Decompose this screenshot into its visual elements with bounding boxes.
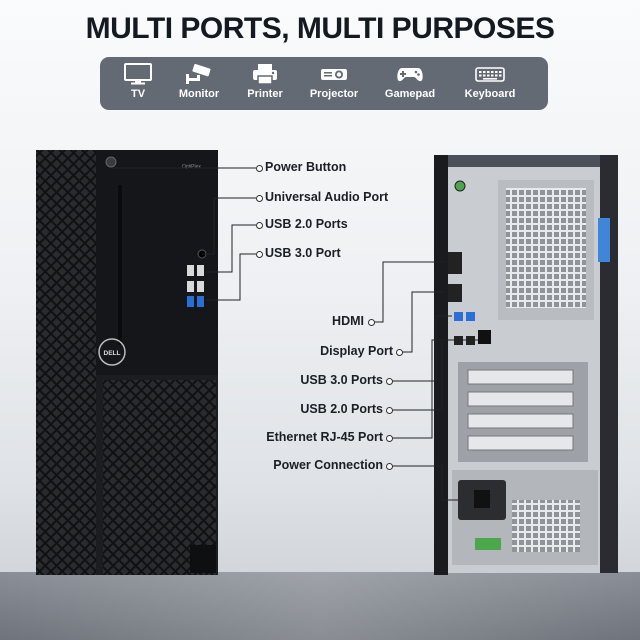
callout-dot bbox=[386, 435, 393, 442]
rear-side-edge bbox=[434, 155, 448, 575]
psu-socket-inner bbox=[474, 490, 490, 508]
psu-test-button bbox=[475, 538, 501, 550]
front-usb2-b bbox=[197, 265, 204, 276]
device-label: Gamepad bbox=[384, 88, 436, 100]
label-usb3-rear: USB 3.0 Ports bbox=[300, 373, 383, 387]
keyboard-icon bbox=[475, 67, 505, 82]
expansion-slot-4 bbox=[467, 435, 574, 451]
rear-side-cover bbox=[600, 155, 618, 573]
front-usb3-a bbox=[187, 296, 194, 307]
device-gamepad: Gamepad bbox=[375, 63, 445, 100]
callout-dot bbox=[256, 195, 263, 202]
rear-displayport bbox=[448, 284, 462, 302]
label-usb2-front: USB 2.0 Ports bbox=[265, 217, 348, 231]
front-usb2-d bbox=[197, 281, 204, 292]
label-ethernet: Ethernet RJ-45 Port bbox=[266, 430, 383, 444]
label-usb3-front: USB 3.0 Port bbox=[265, 246, 341, 260]
label-power-connection: Power Connection bbox=[273, 458, 383, 472]
front-side-mesh bbox=[36, 150, 96, 575]
rear-rj45-port bbox=[478, 330, 491, 344]
callout-dot bbox=[368, 319, 375, 326]
device-label: Printer bbox=[247, 88, 283, 100]
projector-icon bbox=[321, 69, 347, 80]
device-projector: Projector bbox=[299, 63, 369, 100]
optical-drive-slot bbox=[118, 185, 122, 345]
rear-usb3-a bbox=[454, 312, 463, 321]
rear-tower bbox=[434, 155, 618, 575]
front-tower: DELL OptiPlex bbox=[36, 150, 218, 575]
device-tv: TV bbox=[103, 63, 173, 100]
cctv-camera-icon bbox=[186, 63, 211, 84]
rear-usb3-b bbox=[466, 312, 475, 321]
device-label: Monitor bbox=[178, 88, 220, 100]
callout-dot bbox=[386, 378, 393, 385]
fan-grille bbox=[506, 188, 586, 308]
brand-text: DELL bbox=[104, 350, 121, 357]
model-text: OptiPlex bbox=[182, 164, 201, 170]
callout-dot bbox=[256, 222, 263, 229]
tv-icon bbox=[124, 63, 152, 85]
device-label: Projector bbox=[309, 88, 359, 100]
front-foot bbox=[190, 545, 216, 573]
device-printer: Printer bbox=[230, 63, 300, 100]
callout-dot bbox=[396, 349, 403, 356]
front-callout-lines bbox=[111, 167, 256, 301]
front-lower-mesh bbox=[103, 380, 216, 575]
expansion-slot-1 bbox=[467, 369, 574, 385]
label-universal-audio-port: Universal Audio Port bbox=[265, 190, 389, 204]
dell-logo-icon bbox=[98, 338, 126, 366]
device-label: Keyboard bbox=[464, 88, 516, 100]
front-usb3-b bbox=[197, 296, 204, 307]
rear-audio-jack bbox=[454, 180, 466, 192]
power-button-graphic bbox=[105, 156, 117, 168]
printer-icon bbox=[253, 64, 277, 85]
floor-highlight bbox=[0, 572, 640, 640]
expansion-slot-2 bbox=[467, 391, 574, 407]
psu-vent bbox=[512, 500, 580, 552]
headline: MULTI PORTS, MULTI PURPOSES bbox=[85, 12, 555, 45]
callout-dot bbox=[386, 407, 393, 414]
front-usb2-c bbox=[187, 281, 194, 292]
callout-dot bbox=[386, 463, 393, 470]
rear-callout-lines bbox=[371, 261, 478, 501]
rear-top-edge bbox=[448, 155, 618, 167]
device-label: TV bbox=[130, 88, 146, 100]
gamepad-icon bbox=[397, 68, 423, 82]
floor bbox=[0, 572, 640, 640]
label-hdmi: HDMI bbox=[332, 314, 364, 328]
label-display-port: Display Port bbox=[320, 344, 393, 358]
rear-latch-blue bbox=[598, 218, 610, 262]
front-usb2-a bbox=[187, 265, 194, 276]
callout-dot bbox=[256, 251, 263, 258]
callout-dot bbox=[256, 165, 263, 172]
label-power-button: Power Button bbox=[265, 160, 347, 174]
rear-hdmi-port bbox=[448, 252, 462, 274]
label-usb2-rear: USB 2.0 Ports bbox=[300, 402, 383, 416]
expansion-slot-3 bbox=[467, 413, 574, 429]
device-bar: TV Monitor Printer Projector Gamepad Key… bbox=[100, 57, 548, 110]
device-monitor: Monitor bbox=[164, 63, 234, 100]
front-top-panel bbox=[96, 150, 218, 375]
device-keyboard: Keyboard bbox=[455, 63, 525, 100]
